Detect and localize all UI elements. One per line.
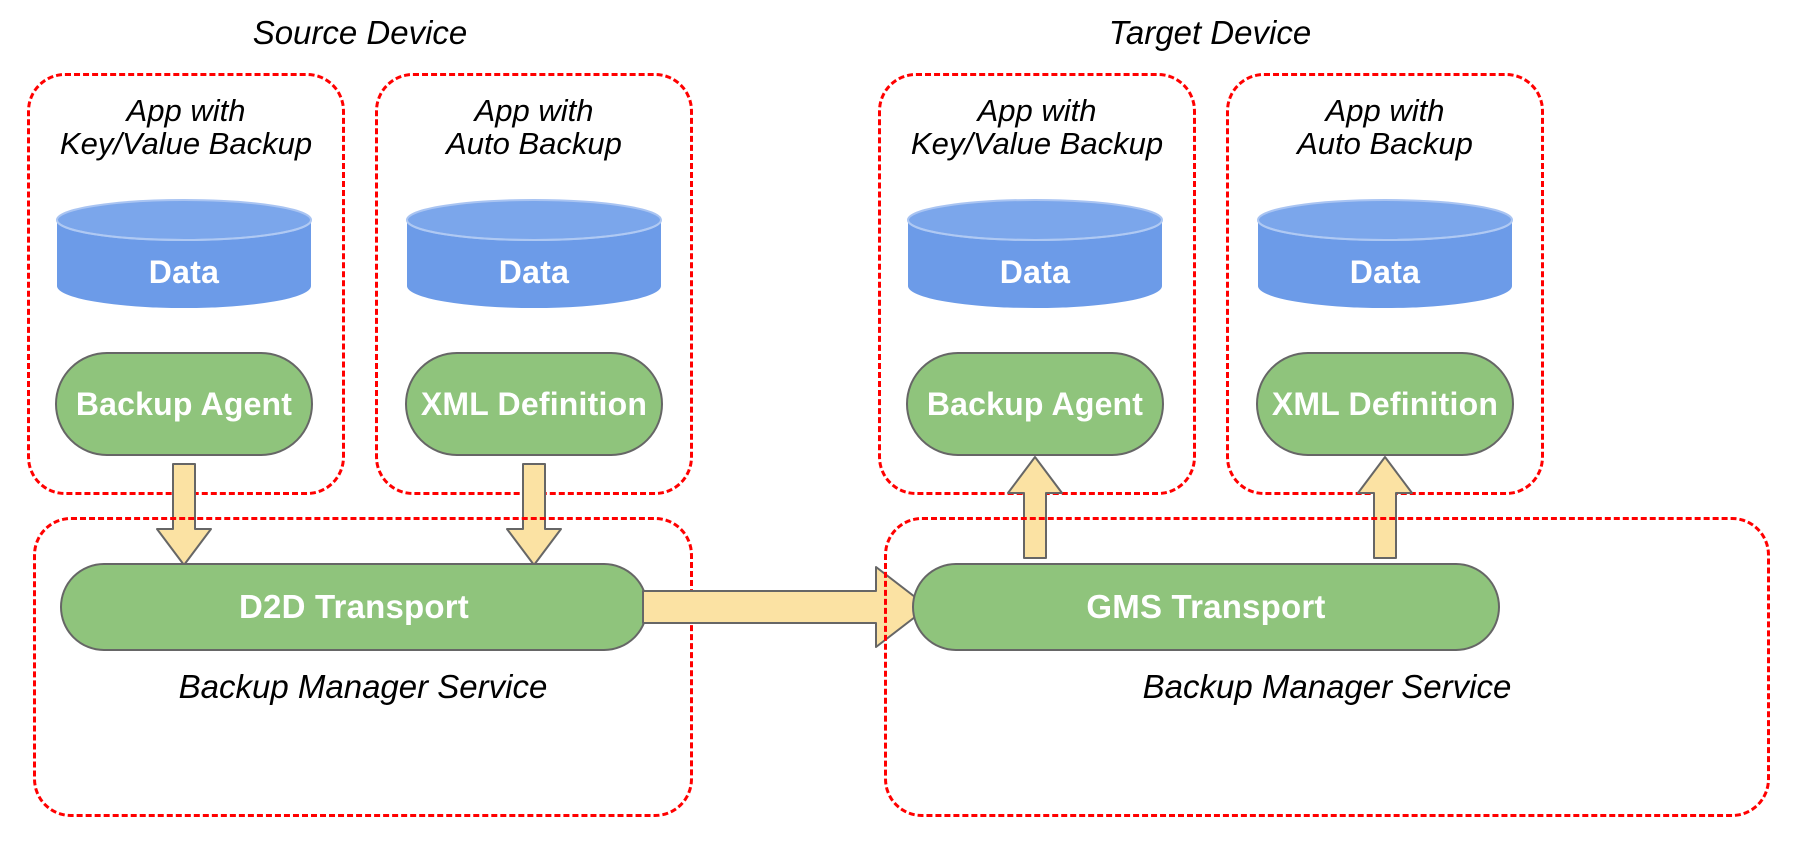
source-backup-manager-service-caption: Backup Manager Service	[178, 668, 548, 705]
source-arrow-down-auto	[505, 463, 563, 567]
source-app-auto-caption: App with Auto Backup	[446, 93, 622, 161]
source-app-auto-component: XML Definition	[405, 352, 663, 456]
source-backup-manager-service-box	[33, 517, 693, 817]
source-app-auto-component-label: XML Definition	[420, 385, 648, 422]
source-app-auto-data-label: Data	[498, 254, 570, 290]
cross-device-transport-arrow	[642, 565, 930, 649]
target-gms-transport-label: GMS Transport	[1086, 588, 1326, 625]
target-app-auto-component: XML Definition	[1256, 352, 1514, 456]
target-app-keyvalue-component: Backup Agent	[906, 352, 1164, 456]
target-app-keyvalue-data-label: Data	[999, 254, 1071, 290]
target-arrow-up-keyvalue	[1006, 455, 1064, 559]
target-device-title: Target Device	[1108, 14, 1312, 51]
target-app-auto-component-label: XML Definition	[1271, 385, 1499, 422]
target-app-keyvalue-component-label: Backup Agent	[926, 385, 1144, 422]
source-d2d-transport: D2D Transport	[60, 563, 648, 651]
target-app-auto-data-label: Data	[1349, 254, 1421, 290]
source-arrow-down-keyvalue	[155, 463, 213, 567]
source-d2d-transport-label: D2D Transport	[239, 588, 469, 625]
source-app-keyvalue-data-cylinder: Data	[55, 198, 313, 308]
source-device-title: Source Device	[252, 14, 468, 51]
source-app-keyvalue-caption: App with Key/Value Backup	[59, 93, 313, 161]
target-backup-manager-service-box	[884, 517, 1770, 817]
target-app-keyvalue-caption: App with Key/Value Backup	[910, 93, 1164, 161]
target-app-keyvalue-data-cylinder: Data	[906, 198, 1164, 308]
source-app-keyvalue-data-label: Data	[148, 254, 220, 290]
target-gms-transport: GMS Transport	[912, 563, 1500, 651]
source-app-keyvalue-component-label: Backup Agent	[75, 385, 293, 422]
target-arrow-up-auto	[1356, 455, 1414, 559]
source-app-keyvalue-component: Backup Agent	[55, 352, 313, 456]
source-app-auto-data-cylinder: Data	[405, 198, 663, 308]
target-app-auto-caption: App with Auto Backup	[1297, 93, 1473, 161]
target-app-auto-data-cylinder: Data	[1256, 198, 1514, 308]
target-backup-manager-service-caption: Backup Manager Service	[1142, 668, 1512, 705]
